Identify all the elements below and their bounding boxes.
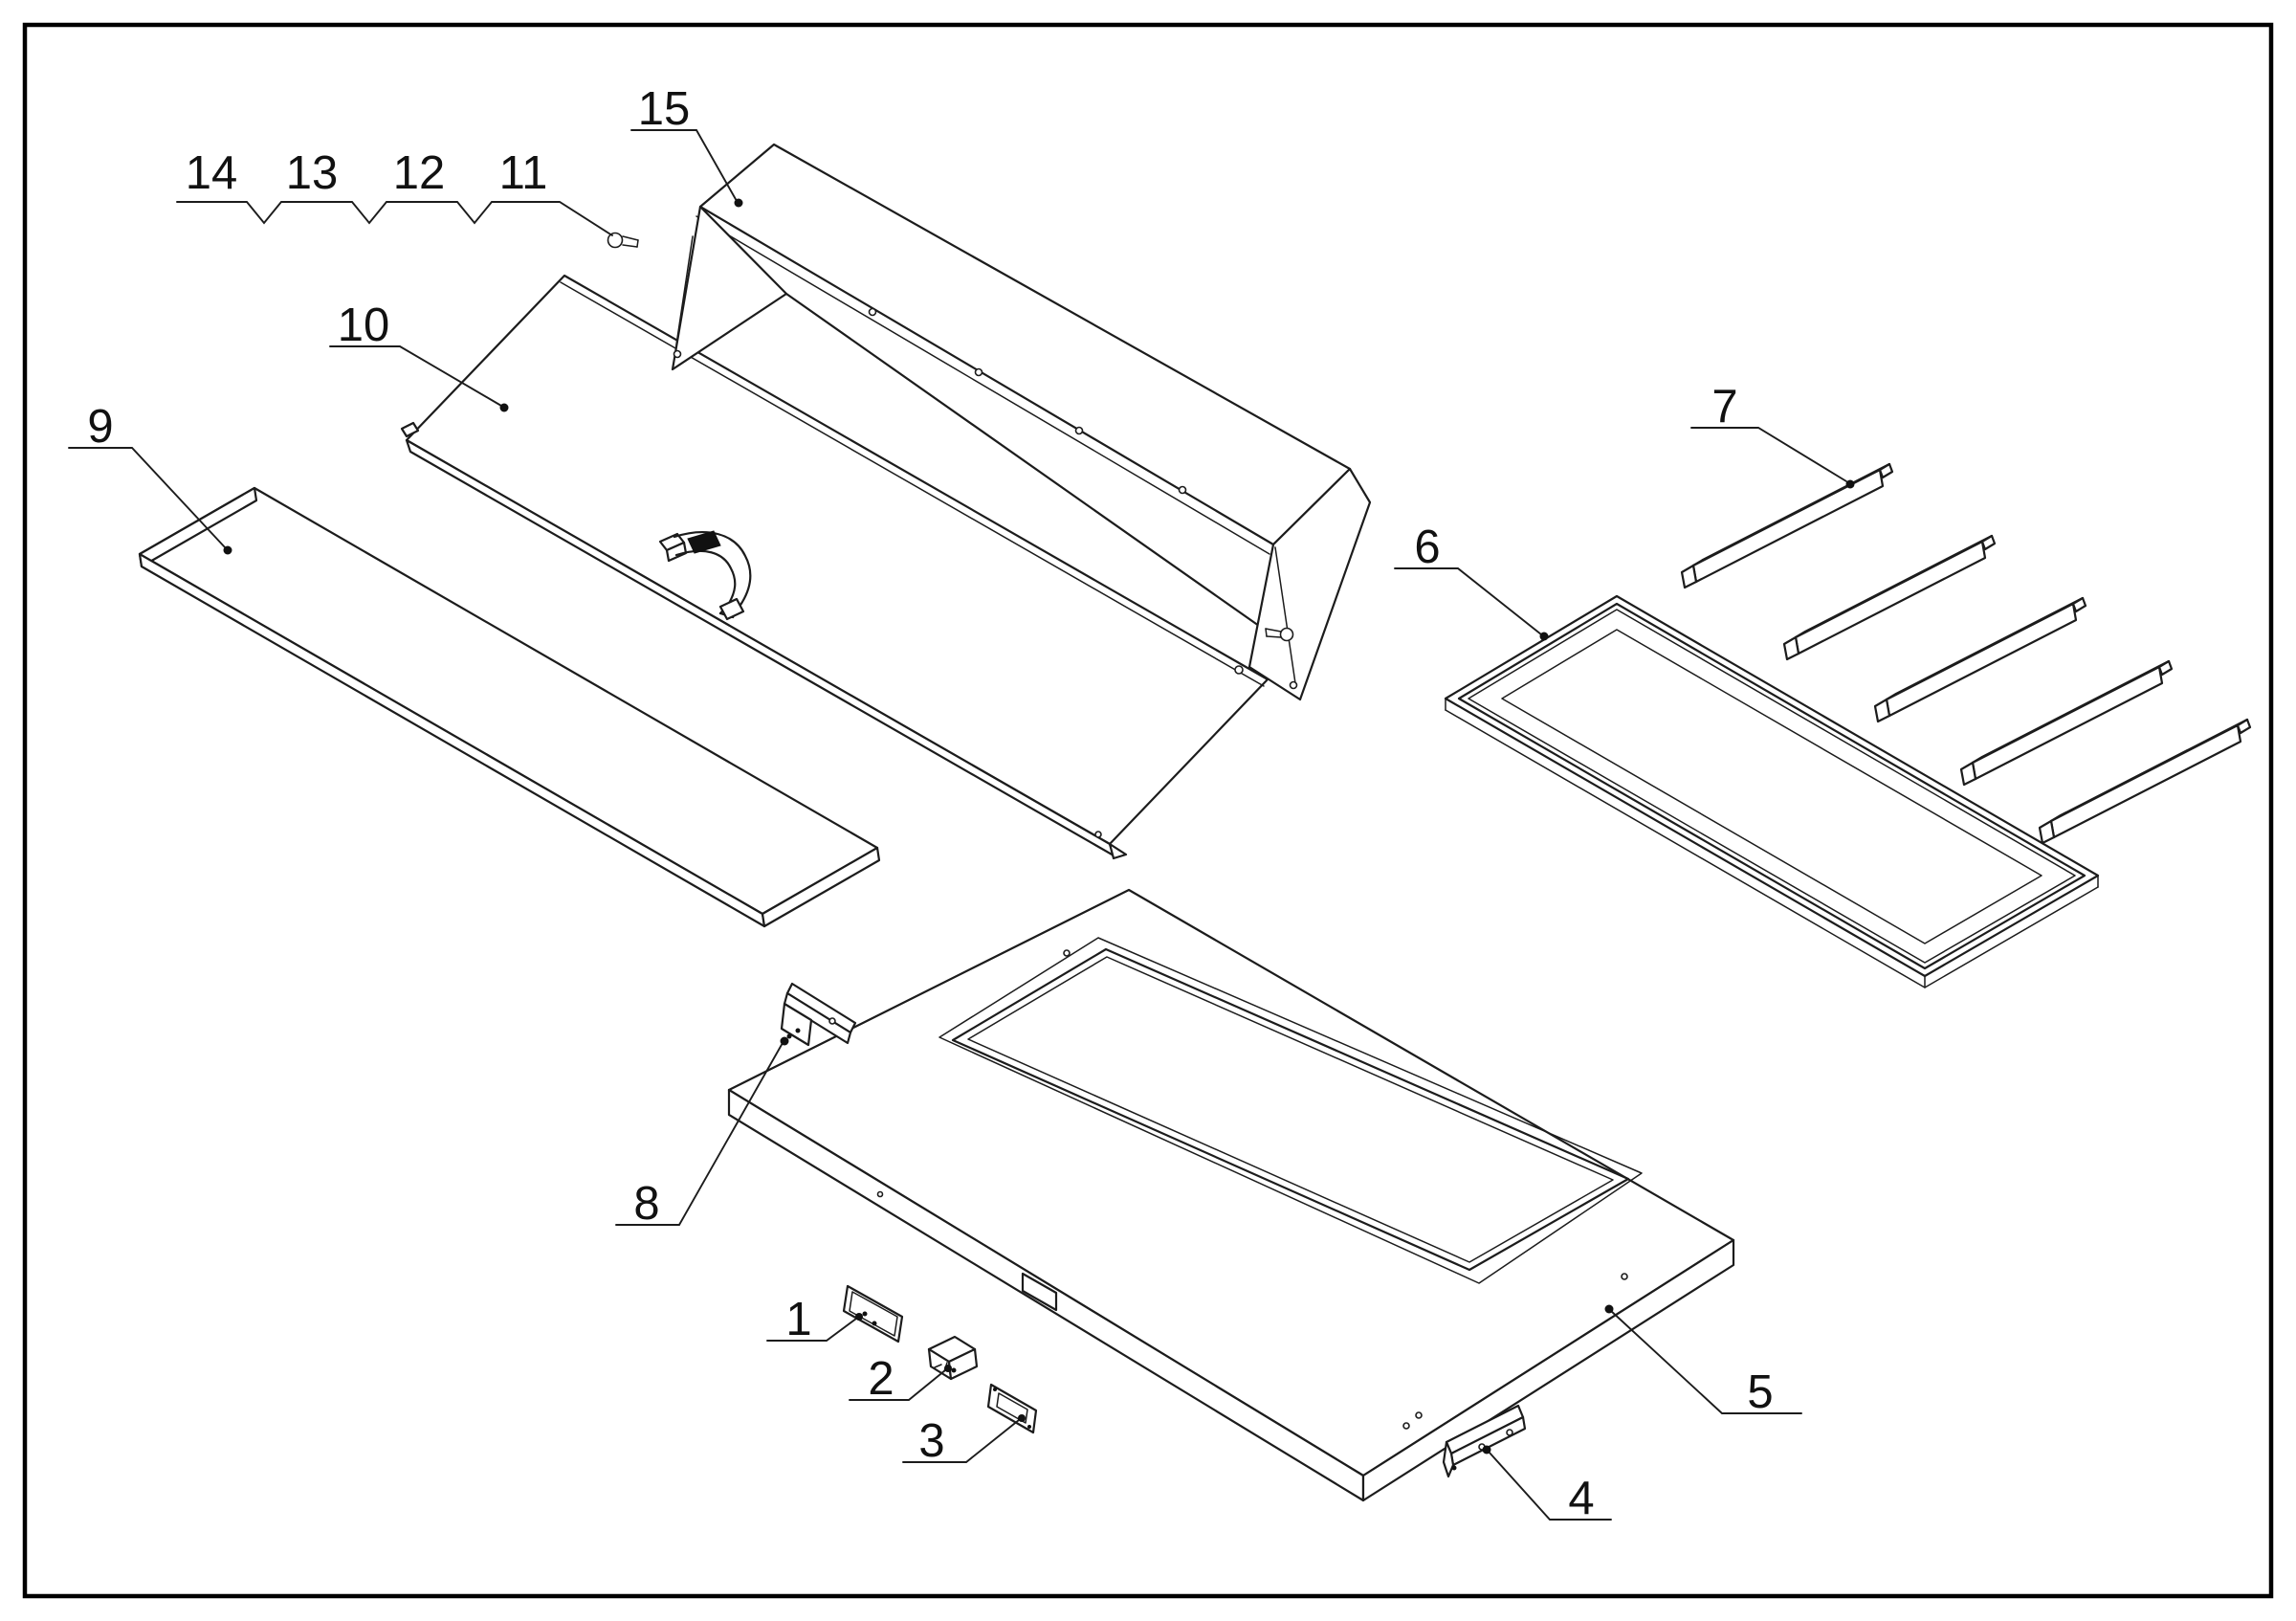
callout-12: 12 bbox=[393, 147, 446, 199]
part-15-canopy bbox=[671, 143, 1372, 701]
rail-3 bbox=[1873, 596, 2087, 723]
door-handle bbox=[658, 530, 752, 621]
callout-10: 10 bbox=[338, 300, 390, 351]
callout-13: 13 bbox=[286, 147, 339, 199]
callout-8: 8 bbox=[633, 1178, 659, 1230]
rail-4 bbox=[1959, 659, 2174, 787]
part-7-rails bbox=[1680, 462, 2252, 845]
callout-1: 1 bbox=[785, 1294, 811, 1345]
rail-5 bbox=[2038, 718, 2252, 845]
part-8-bracket bbox=[780, 982, 857, 1047]
callout-numbers: 1 2 3 4 5 6 7 8 9 10 11 12 13 14 15 bbox=[87, 83, 1773, 1524]
callout-leaders bbox=[68, 129, 1855, 1521]
part-6-gasket-frame bbox=[1444, 594, 2100, 988]
rail-1 bbox=[1680, 462, 1894, 589]
callout-9: 9 bbox=[87, 401, 113, 453]
switch-mark bbox=[934, 1364, 942, 1368]
part-9-shelf-plank bbox=[138, 486, 881, 928]
callout-3: 3 bbox=[918, 1415, 944, 1467]
screw-11 bbox=[607, 232, 639, 249]
callout-14: 14 bbox=[186, 147, 238, 199]
corner-beak bbox=[1108, 842, 1128, 860]
callout-7: 7 bbox=[1711, 381, 1737, 433]
part-2-switch bbox=[927, 1335, 979, 1381]
rail-2 bbox=[1782, 534, 1997, 661]
hardware-chain-line bbox=[176, 201, 613, 236]
canopy-right-leg bbox=[1247, 467, 1372, 701]
callout-6: 6 bbox=[1414, 522, 1440, 573]
canopy-underside-edge bbox=[784, 292, 1261, 628]
handle-grip-band bbox=[687, 530, 721, 554]
canopy-left-leg bbox=[671, 205, 788, 371]
callout-2: 2 bbox=[868, 1353, 894, 1405]
part-10-door-panel bbox=[400, 274, 1269, 860]
part-5-lid-body bbox=[727, 888, 1735, 1502]
corner-lip bbox=[400, 421, 420, 438]
part-1-bezel-plate bbox=[842, 1284, 904, 1343]
screw-under-canopy bbox=[1265, 627, 1294, 642]
page-border bbox=[22, 22, 2274, 1599]
callout-11: 11 bbox=[499, 147, 548, 199]
callout-5: 5 bbox=[1747, 1366, 1773, 1418]
latch-cutout bbox=[1021, 1272, 1058, 1312]
part-4-bracket bbox=[1442, 1404, 1527, 1478]
callout-4: 4 bbox=[1568, 1473, 1594, 1524]
callout-15: 15 bbox=[638, 83, 691, 135]
